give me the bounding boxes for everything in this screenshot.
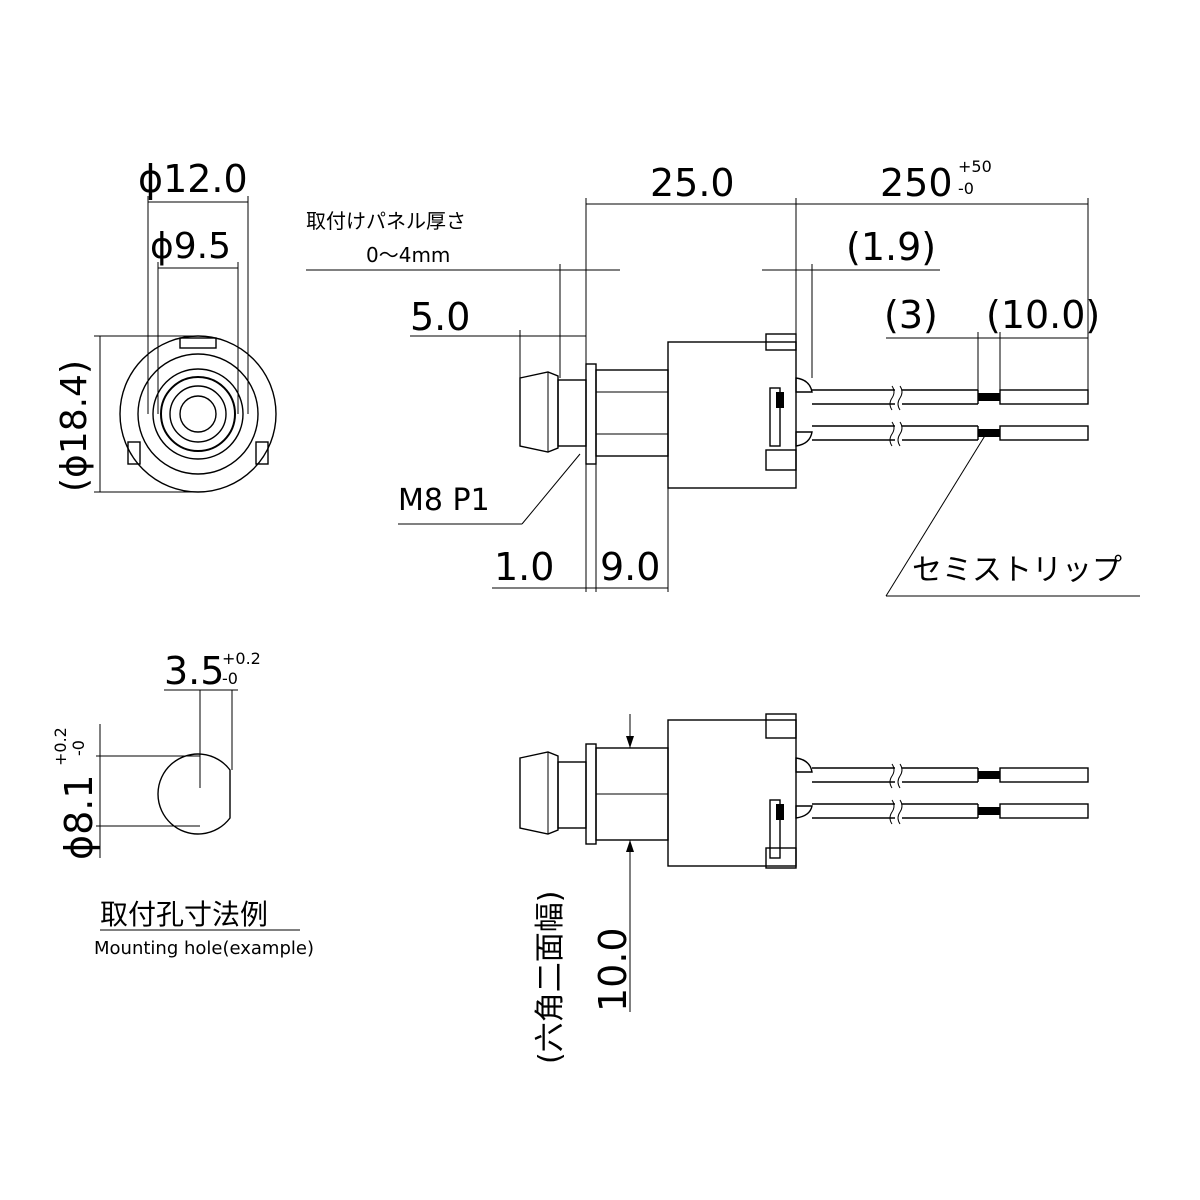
bottom-cap <box>519 751 559 835</box>
main-body <box>667 341 797 489</box>
semistrip-label: セミストリップ <box>912 553 1122 588</box>
panel-thickness-range: 0～4mm <box>366 243 450 267</box>
cap-inner-circle <box>169 385 227 443</box>
bottom-view: 10.0 (六角二面幅) <box>519 713 1089 1064</box>
hex-width: 10.0 <box>591 927 635 1012</box>
lens-circle <box>179 395 217 433</box>
terminal <box>769 387 781 447</box>
hole-dia-tol-minus: -0 <box>69 740 88 756</box>
tab-left <box>127 441 141 465</box>
flange <box>585 363 597 465</box>
side-view: 25.0 250 +50 -0 取付けパネル厚さ 0～4mm 5.0 (1.9)… <box>306 157 1140 597</box>
nut <box>595 369 669 457</box>
panel-thickness-label: 取付けパネル厚さ <box>306 209 466 233</box>
dim-cap-length: 5.0 <box>410 295 470 339</box>
hole-width-tol-minus: -0 <box>222 669 238 688</box>
thread-section <box>557 379 587 447</box>
hole-width: 3.5 <box>164 649 224 693</box>
dim-length-body: 25.0 <box>650 161 735 205</box>
hole-width-tol-plus: +0.2 <box>222 649 261 668</box>
dim-dia-outer: ϕ12.0 <box>138 157 248 201</box>
dim-lead-length: 250 <box>880 161 953 205</box>
body-circle <box>137 353 259 475</box>
dim-dia-flange: (ϕ18.4) <box>54 360 95 492</box>
tab-top <box>179 337 217 349</box>
dim-gap: (1.9) <box>846 225 936 269</box>
dim-flange-thickness: 1.0 <box>494 545 554 589</box>
thread-label: M8 P1 <box>398 483 490 518</box>
lead-end-1 <box>999 389 1089 405</box>
dim-strip-10: (10.0) <box>986 293 1100 337</box>
cap-outer-circle <box>152 368 244 460</box>
hole-dia-tol-plus: +0.2 <box>51 727 70 766</box>
bottom-body <box>667 719 797 867</box>
dim-nut-length: 9.0 <box>600 545 660 589</box>
hole-title-jp: 取付孔寸法例 <box>100 898 268 931</box>
stripped-wire-1 <box>978 393 1000 401</box>
dim-strip-3: (3) <box>884 293 938 337</box>
cap-ring <box>160 376 236 452</box>
hole-title-en: Mounting hole(example) <box>94 938 314 959</box>
stripped-wire-2 <box>978 429 1000 437</box>
lead-end-2 <box>999 425 1089 441</box>
tab-right <box>255 441 269 465</box>
dim-lead-tol-plus: +50 <box>958 157 992 176</box>
cap-body <box>519 371 559 453</box>
dim-dia-inner: ϕ9.5 <box>150 226 231 267</box>
dim-lead-tol-minus: -0 <box>958 179 974 198</box>
mounting-hole-outline <box>157 753 231 835</box>
hole-view: 3.5 +0.2 -0 ϕ8.1 +0.2 -0 取付孔寸法例 Mounting… <box>51 649 314 959</box>
hex-width-label: (六角二面幅) <box>533 891 568 1064</box>
front-view: ϕ12.0 ϕ9.5 (ϕ18.4) <box>54 157 277 493</box>
hole-dia: ϕ8.1 <box>57 775 101 861</box>
